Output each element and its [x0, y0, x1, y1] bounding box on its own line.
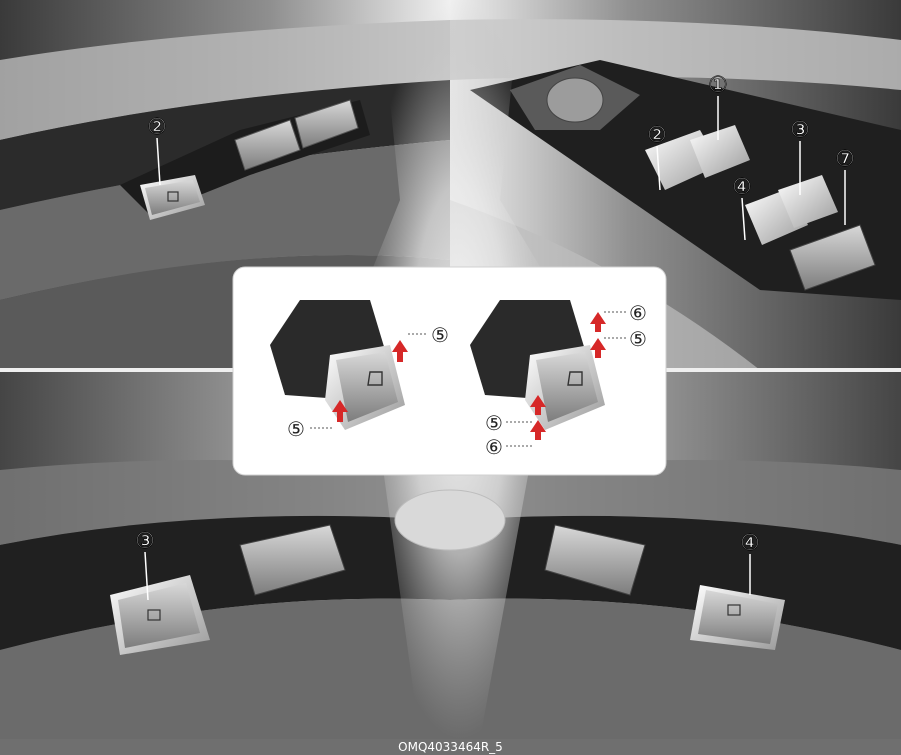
callout-6-inset-right-top: ⑥: [629, 301, 647, 325]
callout-6-inset-right-bottom: ⑥: [485, 435, 503, 459]
callout-2-top-right: ②: [647, 123, 667, 148]
callout-3-top-right: ③: [790, 118, 810, 143]
callout-2-top-left: ②: [147, 115, 167, 140]
figure-caption: OMQ4033464R_5: [0, 739, 901, 755]
detail-inset: [233, 267, 666, 475]
callout-3-bottom-left: ③: [135, 529, 155, 554]
mirror-control-knob: [547, 78, 603, 122]
callout-4-top-right: ④: [732, 175, 752, 200]
console-cupholder: [395, 490, 505, 550]
callout-4-bottom-right: ④: [740, 531, 760, 556]
callout-1: ①: [708, 73, 728, 98]
callout-7: ⑦: [835, 147, 855, 172]
callout-5-inset-left-top: ⑤: [431, 323, 449, 347]
callout-5-inset-left-bottom: ⑤: [287, 417, 305, 441]
callout-5-inset-right-top: ⑤: [629, 327, 647, 351]
callout-5-inset-right-bottom: ⑤: [485, 411, 503, 435]
